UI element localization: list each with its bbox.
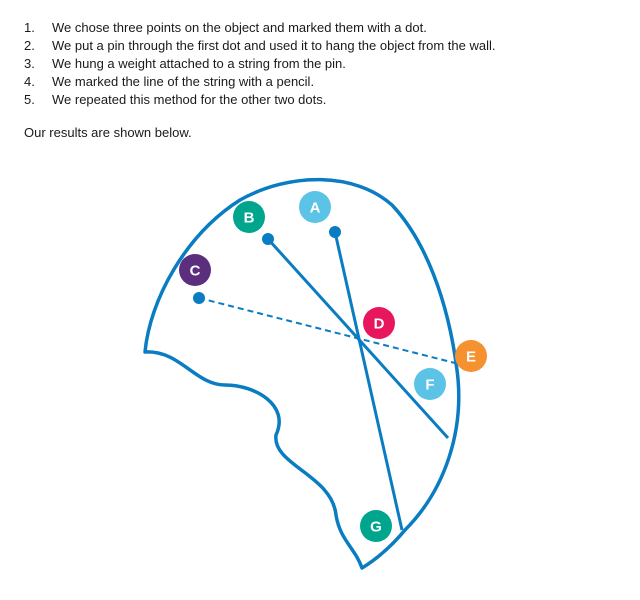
label-f-circle [414,368,446,400]
pin-dot-a [329,226,341,238]
step-number: 1. [24,20,35,35]
results-caption: Our results are shown below. [24,125,192,140]
string-line-from-c [198,297,456,364]
label-a-badge: A [299,191,331,223]
label-g-badge: G [360,510,392,542]
step-number: 3. [24,56,35,71]
label-b-text: B [244,210,255,227]
step-item: 4. We marked the line of the string with … [24,73,495,91]
label-g-circle [360,510,392,542]
step-text: We hung a weight attached to a string fr… [52,56,346,71]
step-text: We put a pin through the first dot and u… [52,38,496,53]
step-text: We repeated this method for the other tw… [52,92,327,107]
step-text: We marked the line of the string with a … [52,74,315,89]
step-item: 3. We hung a weight attached to a string … [24,55,495,73]
label-c-badge: C [179,254,211,286]
string-line-from-a [333,231,404,531]
label-c-text: C [190,263,201,280]
step-number: 4. [24,74,35,89]
label-e-circle [455,340,487,372]
step-number: 2. [24,38,35,53]
label-c-circle [179,254,211,286]
label-f-badge: F [414,368,446,400]
pin-dot-b [262,233,274,245]
label-b-badge: B [233,201,265,233]
label-e-text: E [466,349,476,366]
label-a-text: A [310,200,321,217]
object-outline [143,177,461,570]
label-a-circle [299,191,331,223]
step-item: 5. We repeated this method for the other … [24,91,495,109]
label-d-badge: D [363,307,395,339]
label-g-text: G [370,519,382,536]
label-f-text: F [425,377,434,394]
step-item: 2. We put a pin through the first dot and… [24,37,495,55]
label-b-circle [233,201,265,233]
step-text: We chose three points on the object and … [52,20,427,35]
label-e-badge: E [455,340,487,372]
label-d-text: D [374,316,385,333]
pin-dot-c [193,292,205,304]
step-number: 5. [24,92,35,107]
method-steps: 1. We chose three points on the object an… [24,19,495,109]
step-item: 1. We chose three points on the object an… [24,19,495,37]
label-d-circle [363,307,395,339]
